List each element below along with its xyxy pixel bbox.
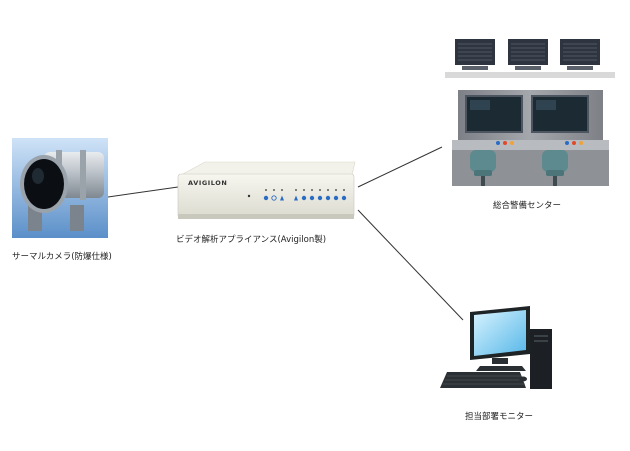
control-room-icon [445,39,615,186]
appliance-brand-logo: AVIGILON [188,179,227,187]
thermal-camera-icon [12,138,108,238]
operator-chair-1 [470,150,496,186]
wall-display-1 [455,39,495,70]
wall-display-3 [560,39,600,70]
desktop-pc-icon [440,306,552,389]
operator-chair-2 [542,150,568,186]
monitoring-center-label: 総合警備センター [493,201,562,211]
link-camera-appliance [107,186,179,198]
video-appliance-icon: AVIGILON [177,161,356,219]
thermal-camera-label: サーマルカメラ(防爆仕様) [12,252,112,262]
wall-display-2 [508,39,548,70]
department-monitor-label: 担当部署モニター [465,412,534,422]
appliance-label: ビデオ解析アプライアンス(Avigilon製) [176,235,327,245]
link-appliance-center [357,146,443,188]
link-appliance-department [357,209,464,321]
